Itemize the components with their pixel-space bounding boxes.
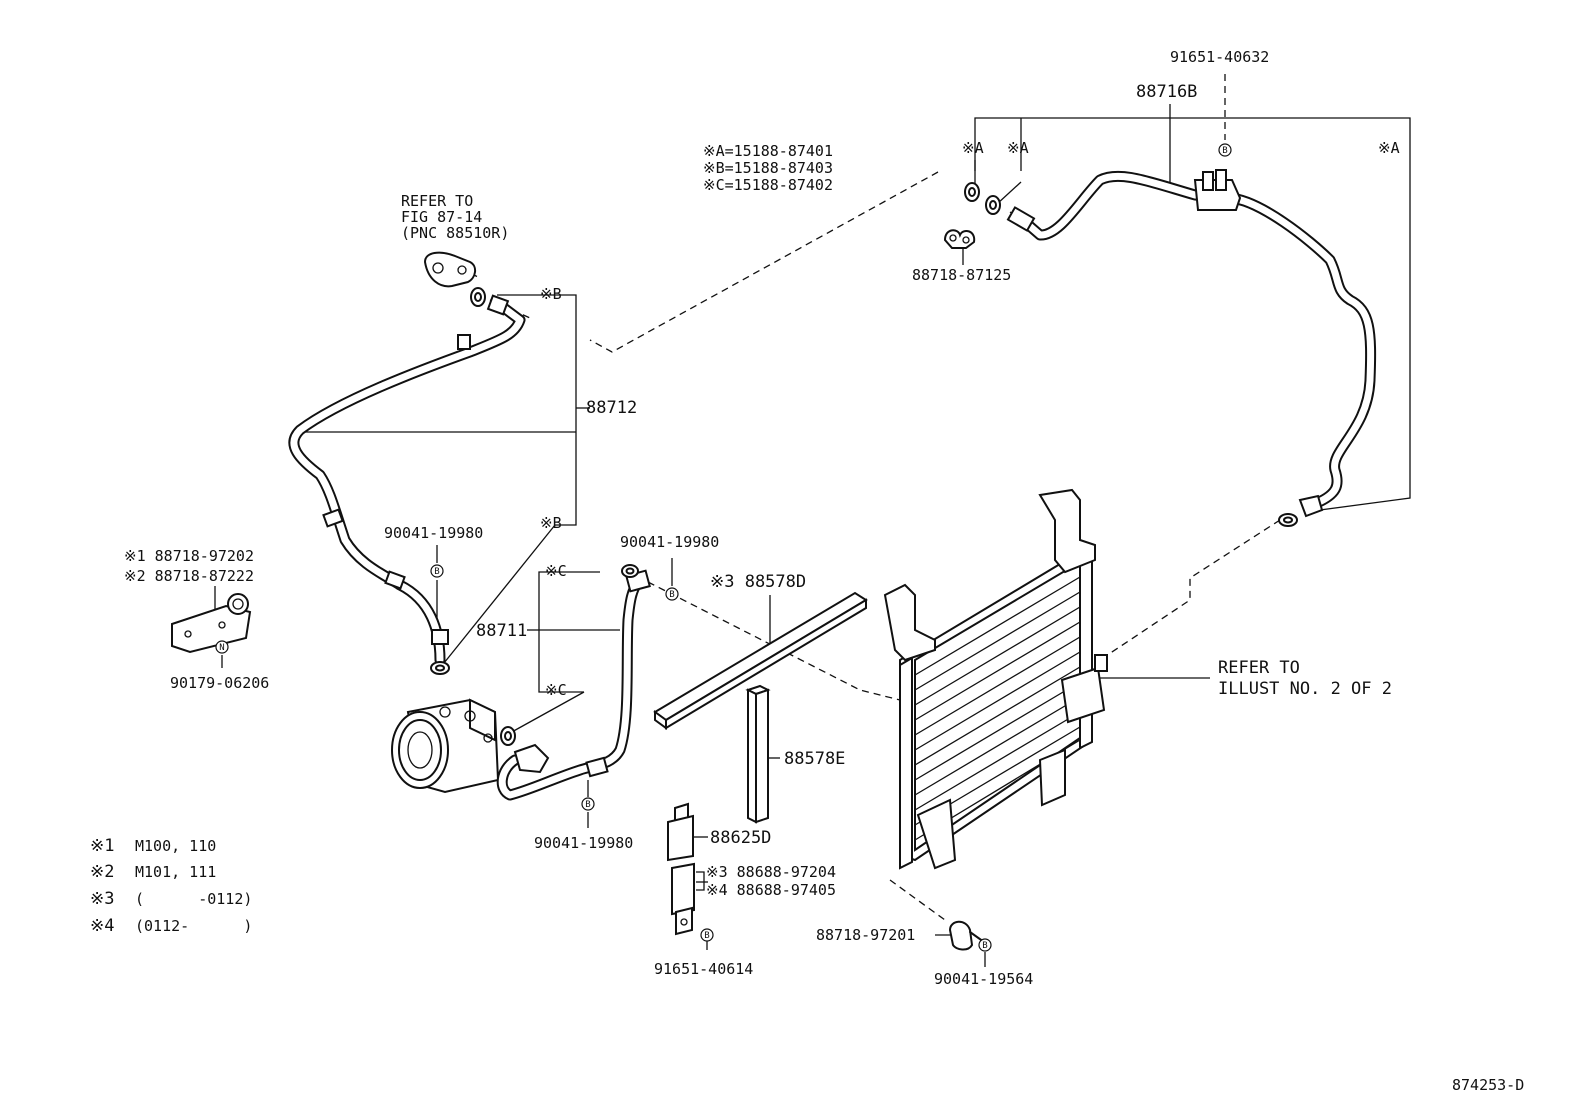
clip-88718-87125 [943,229,976,249]
callout-b1: ※B [540,285,562,303]
part-labels: 91651-40632 88716B 88718-87125 REFER TO … [124,48,1392,988]
label-refer-illust-2: ILLUST NO. 2 OF 2 [1218,679,1392,699]
callout-c2: ※C [545,681,567,699]
note-2-mark: ※2 [90,862,114,882]
callout-b2: ※B [540,514,562,532]
callout-a1: ※A [962,139,984,157]
label-90041-19564: 90041-19564 [934,970,1033,988]
label-90041-19980-c: 90041-19980 [534,834,633,852]
label-91651-40632: 91651-40632 [1170,48,1269,66]
diagram-id: 874253-D [1452,1076,1524,1094]
label-refer-illust-1: REFER TO [1218,658,1300,678]
bolt-marker-clip: B [978,938,992,952]
svg-text:B: B [669,590,674,600]
svg-text:B: B [1222,146,1227,156]
label-refer-fig-3: (PNC 88510R) [401,224,509,242]
note-1-mark: ※1 [90,836,114,856]
label-bracket-1: ※1 88718-97202 [124,547,254,565]
note-2-text: M101, 111 [135,863,216,881]
label-88688-97405: ※4 88688-97405 [706,881,836,899]
label-88716b: 88716B [1136,82,1197,102]
note-1-text: M100, 110 [135,837,216,855]
applicability-notes: ※1 M100, 110 ※2 M101, 111 ※3 ( -0112) ※4… [90,836,252,936]
o-ring-b1 [470,287,486,307]
note-3-text: ( -0112) [135,890,252,908]
legend-c: ※C=15188-87402 [703,176,833,194]
svg-text:B: B [585,800,590,810]
refer-fitting-88510r [423,251,476,288]
bolt-marker-88712: B [430,564,444,578]
svg-text:B: B [704,931,709,941]
bolt-marker-88711-bottom: B [581,797,595,811]
label-91651-40614: 91651-40614 [654,960,753,978]
note-4-text: (0112- ) [135,917,252,935]
label-88711: 88711 [476,621,527,641]
label-90041-19980-a: 90041-19980 [384,524,483,542]
label-90041-19980-b: 90041-19980 [620,533,719,551]
block-88625d [667,802,694,862]
bolt-marker-top: B [1218,143,1232,157]
o-ring-b2 [430,661,450,675]
label-88578e: 88578E [784,749,845,769]
callout-c1: ※C [545,562,567,580]
bolt-marker-88688: B [700,928,714,942]
label-refer-fig-1: REFER TO [401,192,473,210]
label-88688-97204: ※3 88688-97204 [706,863,836,881]
bracket-88718-97202 [171,593,252,654]
seal-88578d [653,591,868,730]
code-legend: ※A=15188-87401 ※B=15188-87403 ※C=15188-8… [703,142,833,194]
note-3-mark: ※3 [90,889,114,909]
label-refer-fig-2: FIG 87-14 [401,208,482,226]
note-4-mark: ※4 [90,916,114,936]
condenser [883,488,1108,870]
label-88718-97201: 88718-97201 [816,926,915,944]
nut-marker-bracket: N [215,640,229,654]
svg-text:B: B [982,941,987,951]
callout-a2: ※A [1007,139,1029,157]
callout-a3: ※A [1378,139,1400,157]
hose-88716b [1006,169,1377,518]
compressor [391,698,500,794]
legend-a: ※A=15188-87401 [703,142,833,160]
o-ring-c2 [500,726,516,746]
hose-88712 [288,294,526,666]
label-88625d: 88625D [710,828,771,848]
condenser-fins [914,576,1081,841]
label-bracket-2: ※2 88718-87222 [124,567,254,585]
o-ring-a1 [964,182,980,202]
label-88718-87125: 88718-87125 [912,266,1011,284]
bracket-88688 [671,862,695,936]
o-ring-c1 [621,564,639,578]
o-ring-a2 [985,195,1001,215]
svg-text:N: N [219,643,224,653]
o-ring-a3 [1278,513,1298,527]
label-88578d: ※3 88578D [710,572,806,592]
hose-88711 [496,569,651,801]
legend-b: ※B=15188-87403 [703,159,833,177]
label-90179-06206: 90179-06206 [170,674,269,692]
label-88712: 88712 [586,398,637,418]
leader-lines [214,74,1411,967]
bolt-marker-88711-top: B [665,587,679,601]
seal-88578e [745,684,771,824]
callout-marks: ※A ※A ※A ※B ※B ※C ※C [540,139,1400,699]
svg-text:B: B [434,567,439,577]
